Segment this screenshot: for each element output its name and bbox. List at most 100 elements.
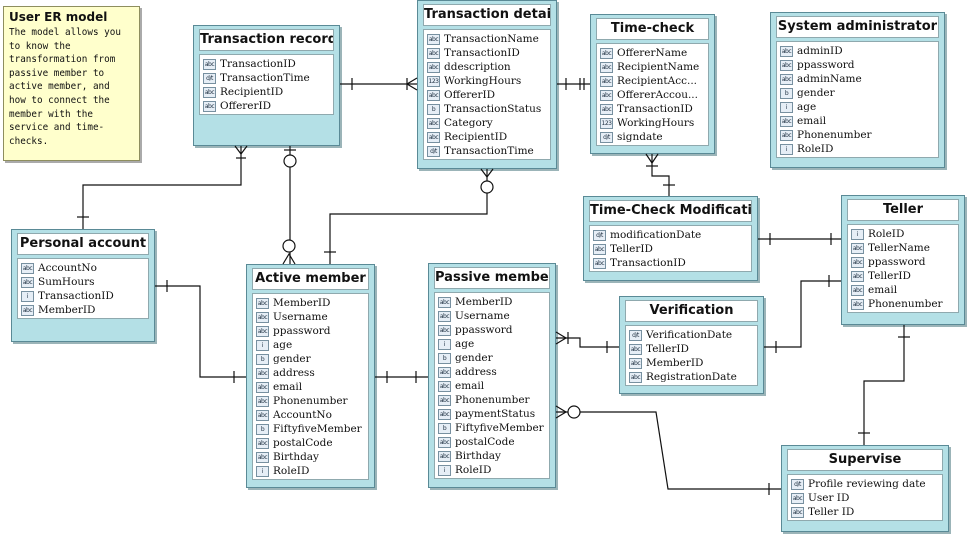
attribute-name: TransactionTime bbox=[220, 72, 310, 84]
entity-title: Active member bbox=[252, 268, 369, 290]
attribute-row[interactable]: d/t TransactionTime bbox=[203, 71, 330, 85]
attribute-name: Birthday bbox=[273, 451, 319, 463]
entity-time-check-modification[interactable]: Time-Check Modificationd/tmodificationDa… bbox=[583, 196, 758, 281]
attribute-row[interactable]: d/t Profile reviewing date bbox=[791, 477, 939, 491]
abc-icon: abc bbox=[21, 262, 34, 274]
attribute-row[interactable]: abc AccountNo bbox=[21, 261, 145, 275]
datetime-icon: d/t bbox=[791, 478, 804, 490]
entity-title: Verification bbox=[625, 300, 758, 322]
attribute-name: AccountNo bbox=[38, 262, 97, 274]
attribute-name: RoleID bbox=[455, 464, 492, 476]
datetime-icon: d/t bbox=[203, 72, 216, 84]
attribute-name: postalCode bbox=[273, 437, 333, 449]
attribute-name: TellerID bbox=[610, 243, 653, 255]
abc-icon: abc bbox=[600, 61, 613, 73]
attribute-name: age bbox=[455, 338, 475, 350]
attribute-name: Profile reviewing date bbox=[808, 478, 926, 490]
